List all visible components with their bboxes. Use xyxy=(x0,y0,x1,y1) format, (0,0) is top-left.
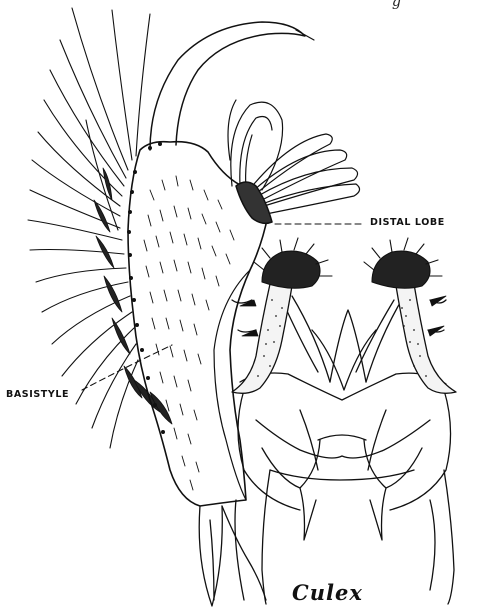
basistyle-label: BASISTYLE xyxy=(6,389,69,400)
basistyle-leader xyxy=(82,345,172,390)
cropped-corner-text: g xyxy=(392,0,401,10)
left-subapical-arm xyxy=(232,284,292,393)
figure-caption: Culex xyxy=(292,580,363,605)
leaf-scales xyxy=(94,168,172,424)
right-tuft xyxy=(364,238,442,288)
basistyle-hairs xyxy=(144,176,234,490)
right-subapical-arm xyxy=(396,284,456,393)
left-tuft xyxy=(254,238,332,288)
distal-lobe-label: DISTAL LOBE xyxy=(370,217,445,228)
